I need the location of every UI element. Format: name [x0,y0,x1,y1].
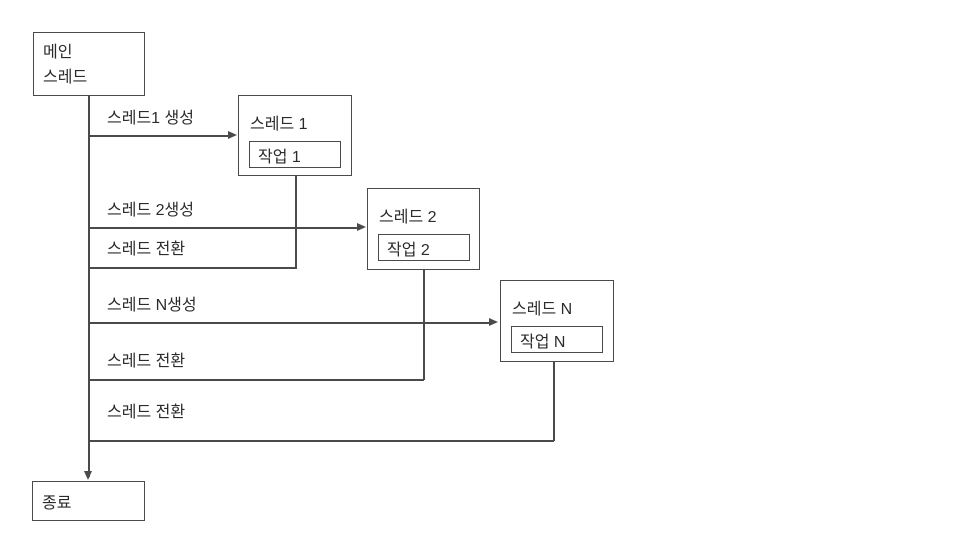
threadN-box: 스레드 N 작업 N [500,280,614,362]
edge-line-switch-from-thread2 [88,379,424,381]
thread1-title: 스레드 1 [250,116,308,133]
main-thread-box: 메인 스레드 [33,32,145,96]
edge-line-switch-from-thread1 [88,267,297,269]
arrowhead-terminate [84,471,92,480]
edge-label-switch-2: 스레드 전환 [107,353,186,370]
thread2-title: 스레드 2 [379,209,437,226]
threadN-task-box: 작업 N [511,326,603,353]
thread2-task-label: 작업 2 [387,241,430,259]
edge-label-create-thread1: 스레드1 생성 [107,110,194,127]
threadN-return-line [553,362,555,441]
threadN-task-label: 작업 N [520,333,566,351]
edge-line-create-threadN [88,322,490,324]
edge-label-switch-1: 스레드 전환 [107,241,186,258]
edge-label-create-thread2: 스레드 2생성 [107,202,194,219]
main-thread-label-line2: 스레드 [43,69,88,86]
end-label: 종료 [42,495,72,512]
threadN-title: 스레드 N [512,301,573,318]
thread1-task-label: 작업 1 [258,148,301,166]
thread2-box: 스레드 2 작업 2 [367,188,480,270]
thread2-return-line [423,270,425,380]
edge-label-create-threadN: 스레드 N생성 [107,297,197,314]
arrowhead-create-threadN [489,318,498,326]
thread1-box: 스레드 1 작업 1 [238,95,352,176]
arrowhead-create-thread1 [228,131,237,139]
edge-line-create-thread1 [88,135,229,137]
main-thread-lifeline [88,96,90,477]
arrowhead-create-thread2 [357,223,366,231]
thread2-task-box: 작업 2 [378,234,470,261]
main-thread-label-line1: 메인 [43,44,73,61]
edge-line-switch-from-threadN [88,440,554,442]
end-box: 종료 [32,481,145,521]
thread1-task-box: 작업 1 [249,141,341,168]
edge-label-switch-N: 스레드 전환 [107,404,186,421]
thread1-return-line [295,176,297,268]
edge-line-create-thread2 [88,227,358,229]
